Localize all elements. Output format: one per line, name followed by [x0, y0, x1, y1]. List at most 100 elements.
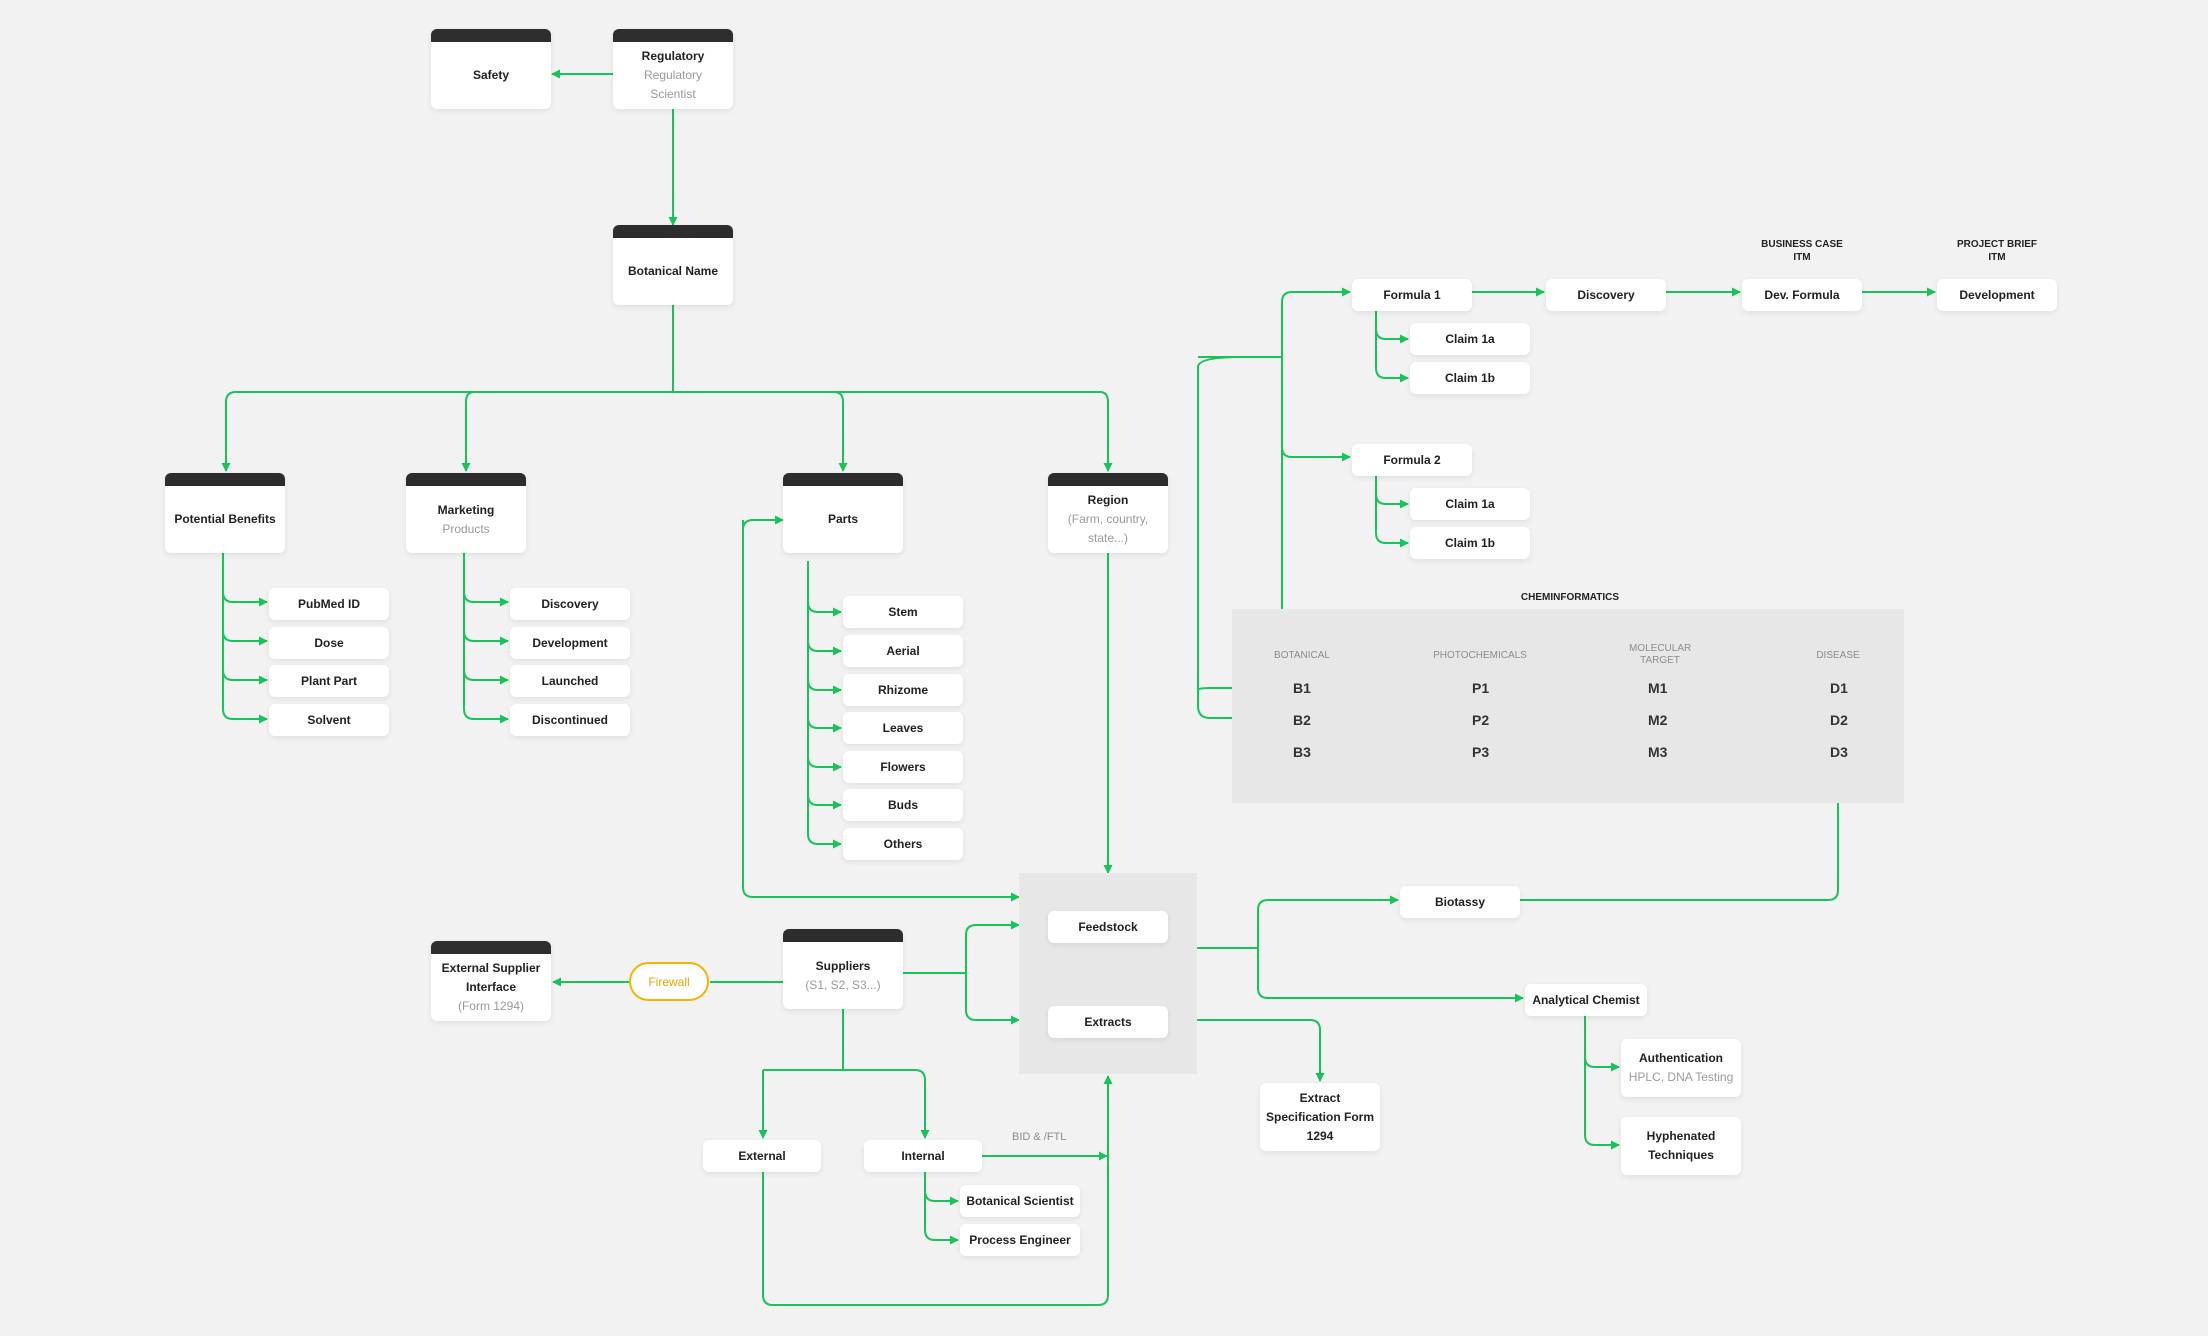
botanical-node[interactable]: B3	[1293, 744, 1311, 760]
formula-2-label: Formula 2	[1383, 452, 1441, 467]
parts-item-label: Others	[883, 836, 923, 851]
target-node[interactable]: M1	[1648, 680, 1668, 696]
marketing-card[interactable]: Marketing Products	[406, 473, 526, 553]
marketing-item-label: Development	[532, 635, 608, 650]
parts-item-label: Aerial	[886, 643, 920, 658]
connector-line	[742, 520, 1020, 902]
claim-card[interactable]: Claim 1a	[1410, 323, 1530, 355]
hyphenated-techniques-label: Hyphenated Techniques	[1646, 1129, 1716, 1162]
parts-item[interactable]: Buds	[843, 789, 963, 821]
extracts-card[interactable]: Extracts	[1048, 1006, 1168, 1038]
extract-specification-card[interactable]: Extract Specification Form 1294	[1260, 1083, 1380, 1151]
hyphenated-techniques-card[interactable]: Hyphenated Techniques	[1621, 1117, 1741, 1175]
benefit-item[interactable]: PubMed ID	[269, 588, 389, 620]
discovery-card[interactable]: Discovery	[1546, 279, 1666, 311]
connector-line	[222, 553, 268, 685]
project-brief-sub: ITM	[1988, 252, 2006, 263]
botanical-name-label: Botanical Name	[627, 264, 719, 278]
marketing-item-label: Discontinued	[531, 712, 608, 727]
biotassy-label: Biotassy	[1434, 894, 1486, 909]
photochemical-node[interactable]: P3	[1472, 744, 1490, 760]
feedstock-card[interactable]: Feedstock	[1048, 911, 1168, 943]
marketing-sub: Products	[442, 521, 490, 536]
connector-line	[221, 391, 237, 472]
dev-formula-label: Dev. Formula	[1764, 287, 1840, 302]
parts-item[interactable]: Flowers	[843, 751, 963, 783]
botanical-node[interactable]: B2	[1293, 712, 1311, 728]
marketing-item[interactable]: Development	[510, 627, 630, 659]
parts-item[interactable]: Rhizome	[843, 674, 963, 706]
connector-line	[742, 515, 784, 531]
analytical-chemist-label: Analytical Chemist	[1532, 992, 1640, 1007]
business-case-sub: ITM	[1793, 252, 1811, 263]
marketing-item[interactable]: Discontinued	[510, 704, 630, 736]
parts-item[interactable]: Others	[843, 828, 963, 860]
regulatory-card[interactable]: Regulatory Regulatory Scientist	[613, 29, 733, 109]
botanical-scientist-label: Botanical Scientist	[966, 1193, 1074, 1208]
internal-card[interactable]: Internal	[864, 1140, 982, 1172]
disease-node[interactable]: D1	[1830, 680, 1848, 696]
parts-item[interactable]: Aerial	[843, 635, 963, 667]
parts-item-label: Flowers	[880, 759, 926, 774]
marketing-item[interactable]: Discovery	[510, 588, 630, 620]
botanical-name-card[interactable]: Botanical Name	[613, 225, 733, 305]
disease-node[interactable]: D2	[1830, 712, 1848, 728]
business-case-label: BUSINESS CASE ITM	[1742, 238, 1862, 264]
botanical-node[interactable]: B1	[1293, 680, 1311, 696]
photochemical-node[interactable]: P2	[1472, 712, 1490, 728]
benefit-item[interactable]: Solvent	[269, 704, 389, 736]
disease-node[interactable]: D3	[1830, 744, 1848, 760]
benefit-item[interactable]: Plant Part	[269, 665, 389, 697]
potential-benefits-card[interactable]: Potential Benefits	[165, 473, 285, 553]
connector-line	[222, 553, 268, 724]
external-supplier-interface-label: External Supplier Interface	[441, 961, 541, 994]
connector-line	[924, 1172, 959, 1206]
development-card[interactable]: Development	[1937, 279, 2057, 311]
biotassy-card[interactable]: Biotassy	[1400, 886, 1520, 918]
process-engineer-card[interactable]: Process Engineer	[960, 1224, 1080, 1256]
parts-item[interactable]: Stem	[843, 596, 963, 628]
suppliers-sub: (S1, S2, S3...)	[805, 977, 881, 992]
botanical-scientist-card[interactable]: Botanical Scientist	[960, 1185, 1080, 1217]
safety-card[interactable]: Safety	[431, 29, 551, 109]
process-engineer-label: Process Engineer	[969, 1232, 1071, 1247]
regulatory-sub: Regulatory Scientist	[643, 68, 703, 101]
connector-line	[1197, 683, 1287, 693]
authentication-sub: HPLC, DNA Testing	[1628, 1070, 1734, 1084]
connector-line	[1584, 1016, 1620, 1072]
external-supplier-interface-card[interactable]: External Supplier Interface (Form 1294)	[431, 941, 551, 1021]
analytical-chemist-card[interactable]: Analytical Chemist	[1525, 984, 1647, 1016]
extract-specification-label: Extract Specification Form 1294	[1265, 1090, 1375, 1143]
claim-card[interactable]: Claim 1b	[1410, 527, 1530, 559]
connector-line	[914, 1069, 930, 1139]
column-label-photochemicals: PHOTOCHEMICALS	[1433, 650, 1527, 661]
formula-1-card[interactable]: Formula 1	[1352, 279, 1472, 311]
external-supplier-interface-sub: (Form 1294)	[457, 999, 525, 1013]
claim-card[interactable]: Claim 1a	[1410, 488, 1530, 520]
target-node[interactable]: M3	[1648, 744, 1668, 760]
formula-2-card[interactable]: Formula 2	[1352, 444, 1472, 476]
connector-line	[1375, 494, 1409, 548]
connector-line	[807, 561, 842, 656]
cheminformatics-title: CHEMINFORMATICS	[1520, 592, 1620, 603]
marketing-item-label: Launched	[541, 673, 599, 688]
claim-card[interactable]: Claim 1b	[1410, 362, 1530, 394]
parts-item-label: Leaves	[882, 720, 924, 735]
dev-formula-card[interactable]: Dev. Formula	[1742, 279, 1862, 311]
benefit-item[interactable]: Dose	[269, 627, 389, 659]
suppliers-card[interactable]: Suppliers (S1, S2, S3...)	[783, 929, 903, 1009]
internal-label: Internal	[901, 1148, 945, 1163]
region-label: Region	[1087, 493, 1129, 507]
parts-card[interactable]: Parts	[783, 473, 903, 553]
region-card[interactable]: Region (Farm, country, state...)	[1048, 473, 1168, 553]
connector-line	[833, 391, 848, 472]
claim-label: Claim 1a	[1445, 331, 1495, 346]
external-card[interactable]: External	[703, 1140, 821, 1172]
suppliers-label: Suppliers	[815, 958, 871, 973]
authentication-card[interactable]: Authentication HPLC, DNA Testing	[1621, 1039, 1741, 1097]
target-node[interactable]: M2	[1648, 712, 1668, 728]
parts-item[interactable]: Leaves	[843, 712, 963, 744]
business-case-title: BUSINESS CASE	[1761, 239, 1843, 250]
photochemical-node[interactable]: P1	[1472, 680, 1490, 696]
marketing-item[interactable]: Launched	[510, 665, 630, 697]
